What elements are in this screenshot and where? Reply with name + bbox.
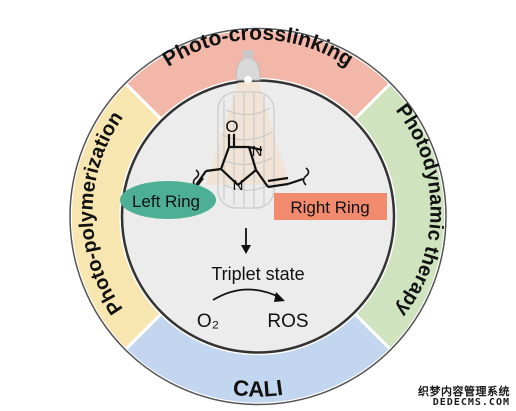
atom-ring-n: N [233, 177, 244, 194]
right-ring-shape [274, 193, 387, 220]
watermark: 织梦内容管理系统 DEDECMS.COM [418, 386, 510, 408]
atom-methyl-n: N [252, 143, 263, 160]
outer-border [69, 27, 447, 406]
ros-label: ROS [267, 311, 308, 332]
arrow-down-icon [241, 228, 251, 254]
protein-barrel-icon [217, 91, 275, 209]
watermark-line-1: 织梦内容管理系统 [418, 384, 510, 398]
triplet-state-label: Triplet state [211, 264, 304, 284]
watermark-line-2: DEDECMS.COM [432, 396, 510, 408]
lamp-icon [235, 50, 261, 84]
atom-carbonyl-o: O [225, 117, 238, 136]
left-ring-label: Left Ring [132, 192, 200, 211]
right-ring-label: Right Ring [290, 198, 369, 217]
label-cali: CALI [232, 375, 284, 402]
left-ring-shape [120, 181, 216, 219]
o2-label: O₂ [197, 311, 219, 332]
curved-arrow-icon [212, 288, 285, 302]
